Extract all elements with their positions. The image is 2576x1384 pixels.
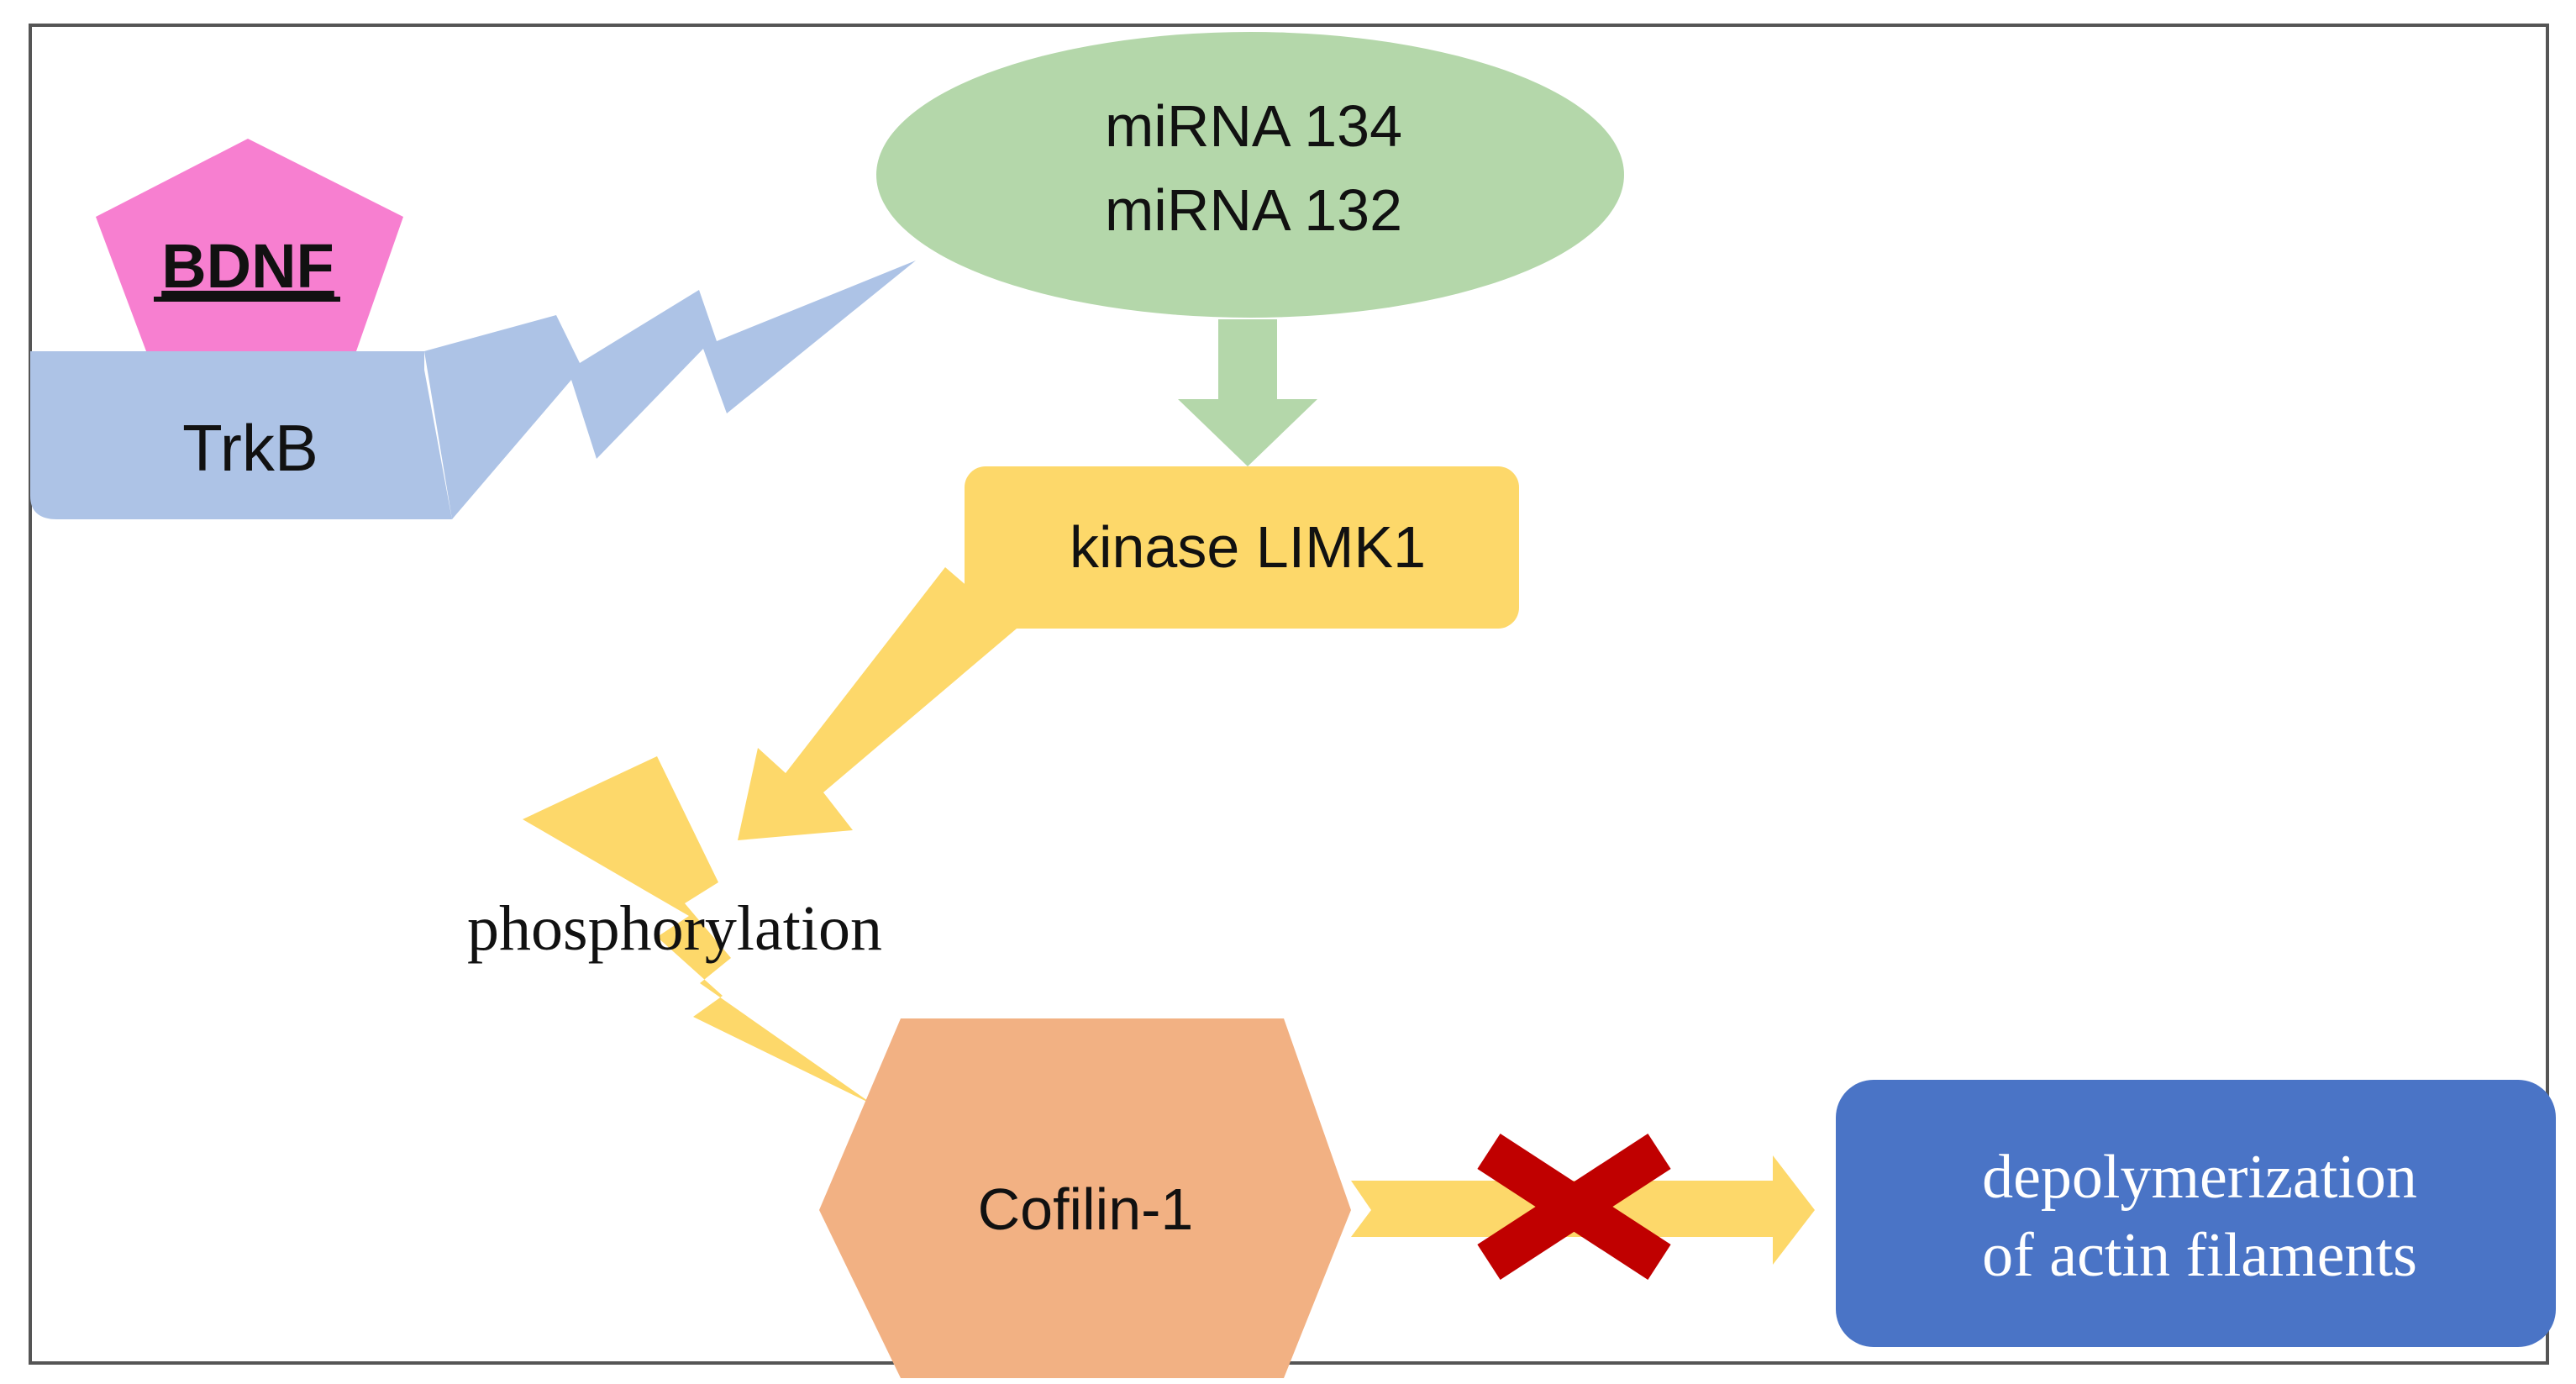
cofilin-label: Cofilin-1 bbox=[978, 1176, 1194, 1242]
depolymerization-label-line2: of actin filaments bbox=[1982, 1221, 2417, 1290]
mirna-ellipse bbox=[876, 32, 1624, 318]
phosphorylation-bolt bbox=[523, 756, 874, 1105]
limk1-to-phosphorylation-arrow bbox=[738, 567, 1017, 840]
limk1-label: kinase LIMK1 bbox=[1070, 514, 1426, 580]
cofilin-hexagon bbox=[819, 1018, 1351, 1378]
mirna-to-limk1-arrow bbox=[1178, 319, 1317, 466]
trkb-label: TrkB bbox=[182, 411, 318, 485]
trkb-receptor bbox=[30, 351, 452, 519]
block-x-icon bbox=[1477, 1134, 1671, 1280]
trkb-signal-bolt bbox=[424, 260, 916, 519]
mirna-label-line1: miRNA 134 bbox=[1105, 93, 1402, 159]
depolymerization-label-line1: depolymerization bbox=[1982, 1143, 2417, 1212]
limk1-box bbox=[965, 466, 1519, 629]
mirna-label-line2: miRNA 132 bbox=[1105, 177, 1402, 243]
bdnf-label: BDNF bbox=[161, 231, 334, 301]
phosphorylation-label: phosphorylation bbox=[467, 893, 882, 964]
depolymerization-box bbox=[1836, 1080, 2556, 1347]
